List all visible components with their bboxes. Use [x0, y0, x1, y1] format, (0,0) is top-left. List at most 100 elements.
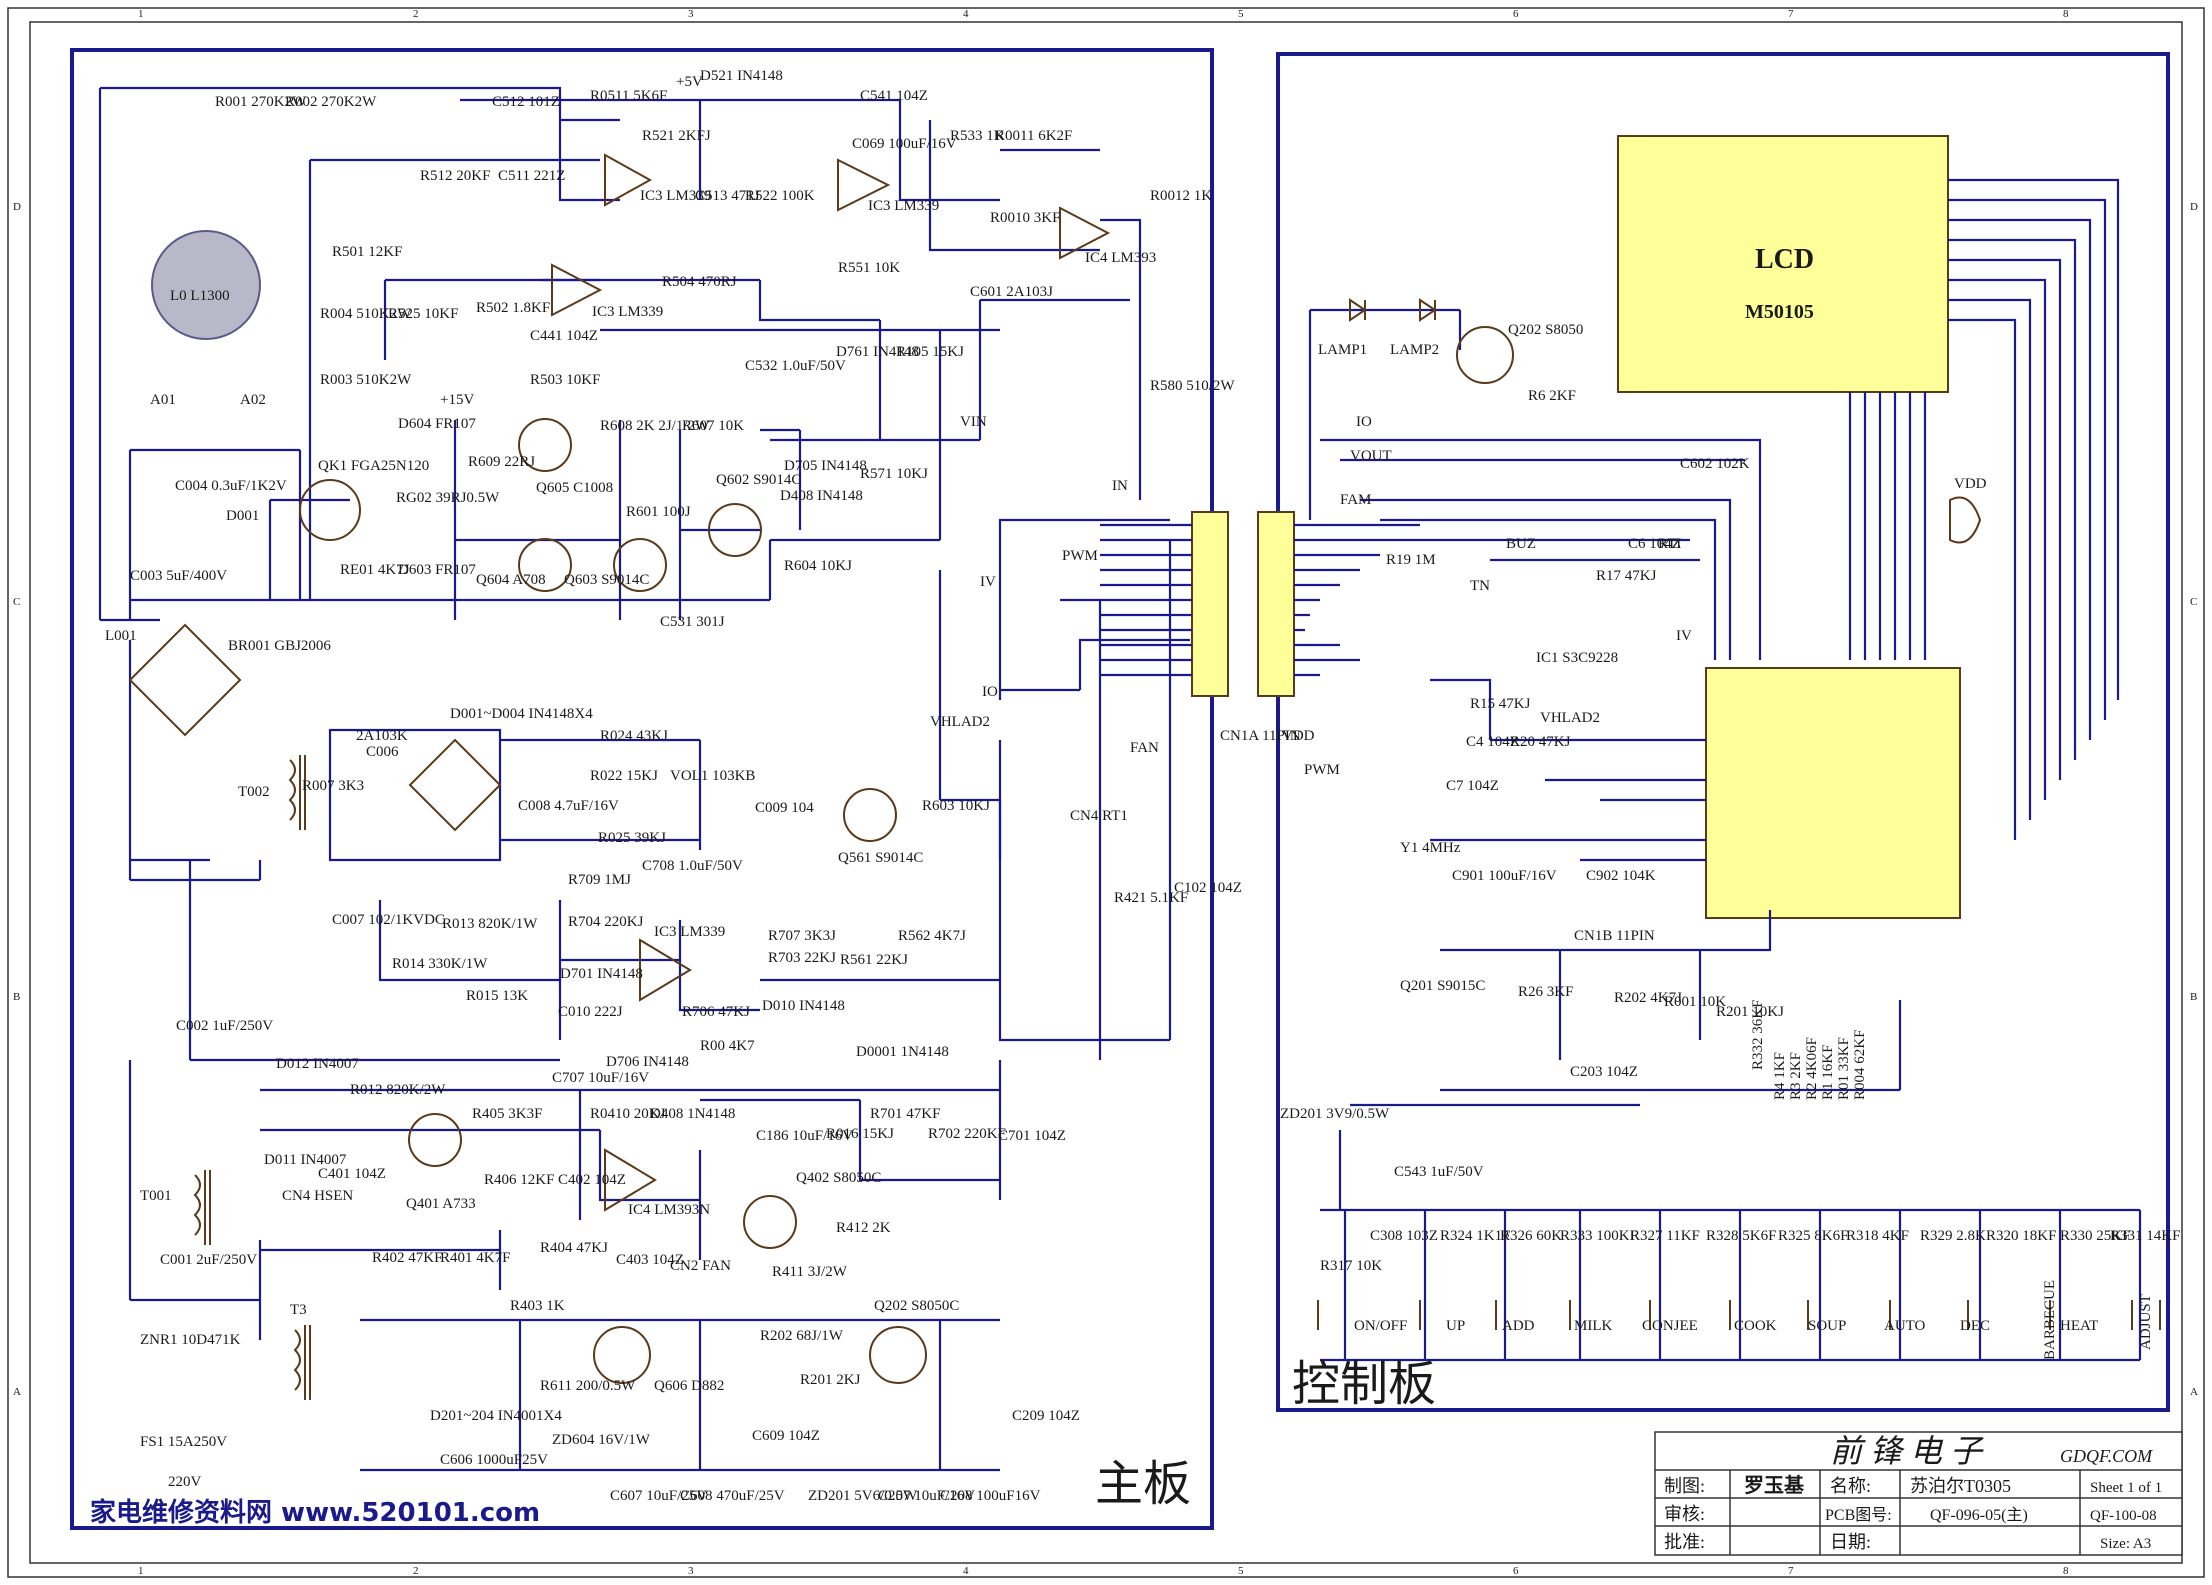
buzzer-symbol: [1949, 496, 1982, 544]
label-c102: C102 104Z: [1174, 880, 1242, 896]
label-cn4-rt1: CN4 RT1: [1070, 808, 1128, 824]
label-c609: C609 104Z: [752, 1428, 820, 1444]
label-d408: D408 IN4148: [780, 488, 863, 504]
label-r501: R501 12KF: [332, 244, 402, 260]
label-d408b: D408 1N4148: [650, 1106, 735, 1122]
pcb-number: QF-096-05(主): [1930, 1506, 2028, 1524]
label-r326: R324 1K1F: [1440, 1228, 1510, 1244]
label-q201: CN1B 11PIN: [1574, 928, 1655, 944]
label-c7: R20 47KJ: [1510, 734, 1571, 750]
label-a02: A02: [240, 392, 266, 408]
label-fan: FAN: [1130, 740, 1159, 756]
label-r007: R007 3K3: [302, 778, 364, 794]
sheet-outer-border: [7, 7, 2205, 1578]
control-board-frame: [1276, 52, 2170, 1412]
label-r317: C543 1uF/50V: [1394, 1164, 1484, 1180]
label-r522: R522 100K: [745, 188, 815, 204]
bridge-rectifiers: [128, 623, 502, 832]
inductor-l0-coil: [151, 230, 261, 340]
label-c707: C707 10uF/16V: [552, 1070, 649, 1086]
grid-col-8: 8: [2063, 8, 2069, 20]
grid-col-2-bottom: 2: [413, 1565, 419, 1577]
label-c607: C607 10uF/25V: [610, 1488, 707, 1504]
cn1a-connector: [1191, 511, 1229, 697]
label-r2: R3 2KF: [1788, 1052, 1804, 1100]
label-c441: C441 104Z: [530, 328, 598, 344]
grid-row-C: C: [13, 596, 20, 608]
label-q402: Q402 S8050C: [796, 1170, 881, 1186]
label-d761: D761 IN4148: [836, 344, 919, 360]
label-r709: R709 1MJ: [568, 872, 631, 888]
label-r0012: R0012 1K: [1150, 188, 1212, 204]
grid-row-D: D: [13, 201, 21, 213]
label-r105: R105 15KJ: [896, 344, 964, 360]
label-c512: C512 101Z: [492, 94, 560, 110]
label-r002-ctrl: R004 62KF: [1852, 1030, 1868, 1100]
grid-col-7: 7: [1788, 8, 1794, 20]
button-adjust: ADJUST: [2138, 1294, 2154, 1350]
label-r013: R013 820K/1W: [442, 916, 538, 932]
label-ic3-c: IC3 LM339: [592, 304, 663, 320]
label-vdd-ctrl: Y1 4MHz: [1400, 840, 1461, 856]
label-ic4-lm393n: IC4 LM393N: [628, 1202, 710, 1218]
label-qk1: QK1 FGA25N120: [318, 458, 429, 474]
label-r15: IC1 S3C9228: [1536, 650, 1618, 666]
label-d010: D010 IN4148: [762, 998, 845, 1014]
sheet-inner-border: [29, 21, 2183, 1564]
label-c6: R17 47KJ: [1596, 568, 1657, 584]
label-r704: R704 220KJ: [568, 914, 644, 930]
label-q202-ctrl: Q202 S8050: [1508, 322, 1583, 338]
label-c602: C602 102K: [1680, 456, 1750, 472]
label-r525: R525 10KF: [388, 306, 458, 322]
label-r402: R402 47KF: [372, 1250, 442, 1266]
label-vin: VIN: [960, 414, 987, 430]
label-r611: R611 200/0.5W: [540, 1378, 636, 1394]
name-value: 苏泊尔T0305: [1910, 1476, 2011, 1496]
label-r411: R411 3J/2W: [772, 1264, 848, 1280]
cn1b-connector: [1257, 511, 1295, 697]
label-r412: R412 2K: [836, 1220, 891, 1236]
transformers: [193, 755, 311, 1400]
label-c513: C513 471J: [695, 188, 760, 204]
opamp-symbols: [551, 153, 1111, 1212]
label-r022: R022 15KJ: [590, 768, 658, 784]
control-board-title: 控制板: [1292, 1358, 1436, 1411]
label-c511: C511 221Z: [498, 168, 565, 184]
watermark-text: 家电维修资料网 www.520101.com: [90, 1498, 541, 1528]
label-r0011: R0011 6K2F: [995, 128, 1072, 144]
label-r609: R609 22RJ: [468, 454, 535, 470]
pcb-label: PCB图号:: [1825, 1506, 1892, 1524]
grid-col-3-bottom: 3: [688, 1565, 694, 1577]
control-board-labels: LAMP1 LAMP2 Q202 S8050 R6 2KF IO VOUT FA…: [1280, 322, 2180, 1274]
label-r580: R580 510/2W: [1150, 378, 1235, 394]
label-c606: C606 1000uF25V: [440, 1452, 548, 1468]
label-q561: Q561 S9014C: [838, 850, 923, 866]
grid-col-3: 3: [688, 8, 694, 20]
label-c401: C401 104Z: [318, 1166, 386, 1182]
label-r603: R603 10KJ: [922, 798, 990, 814]
label-vhlad2: VHLAD2: [930, 714, 990, 730]
grid-col-5: 5: [1238, 8, 1244, 20]
label-r604: R604 10KJ: [784, 558, 852, 574]
label-r001: R001 270K2W: [215, 94, 307, 110]
label-r004-ctrl: R01 33KF: [1836, 1037, 1852, 1100]
label-d521: D521 IN4148: [700, 68, 783, 84]
label-r318: R325 8K6F: [1778, 1228, 1848, 1244]
label-re01: RE01 4K7J: [340, 562, 410, 578]
label-vol1: VOL1 103KB: [670, 768, 755, 784]
label-vdd-buz: VDD: [1954, 476, 1987, 492]
button-cook: COOK: [1734, 1318, 1777, 1334]
label-c004: C004 0.3uF/1K2V: [175, 478, 287, 494]
label-d706: D706 IN4148: [606, 1054, 689, 1070]
label-r406: R406 12KF: [484, 1172, 554, 1188]
label-r1: R2 4K06F: [1804, 1037, 1820, 1100]
transistor-symbols: [299, 418, 927, 1384]
label-c003: C003 5uF/400V: [130, 568, 227, 584]
label-c708: C708 1.0uF/50V: [642, 858, 743, 874]
label-r001-ctrl: R202 4K7J: [1614, 990, 1682, 1006]
label-ic3-d: IC3 LM339: [654, 924, 725, 940]
label-r3: R4 1KF: [1772, 1052, 1788, 1100]
label-cn1b: VDD: [1282, 728, 1315, 744]
label-c4: VHLAD2: [1540, 710, 1600, 726]
grid-row-labels: D C B A D C B A: [13, 201, 2198, 1398]
